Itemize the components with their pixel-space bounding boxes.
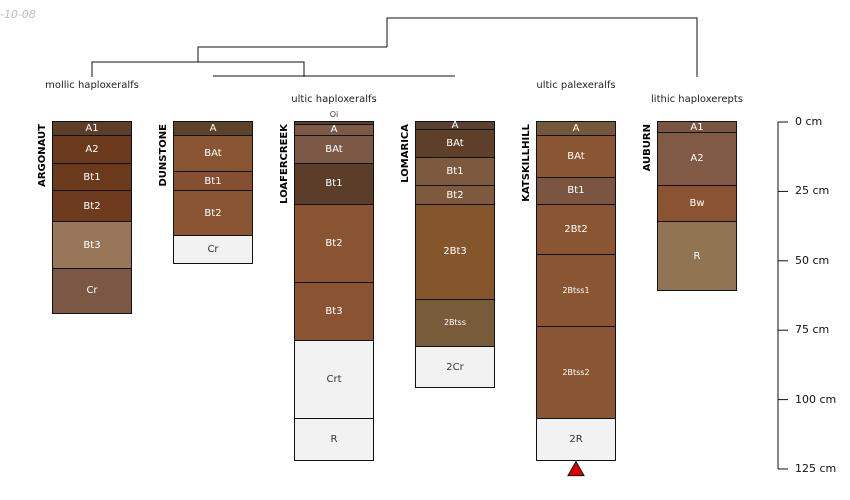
horizon: Bt1 [536,176,616,206]
horizon: Bt1 [173,170,253,192]
horizon: 2R [536,418,616,461]
profile-name: DUNSTONE [158,124,169,187]
dendrogram-branch [386,17,698,77]
depth-tick-label: 75 cm [795,323,830,337]
bottom-marker-icon [567,460,585,477]
horizon: Bt2 [415,184,495,206]
date-label: -10-08 [0,8,36,21]
horizon: BAt [415,129,495,159]
horizon: A [173,121,253,136]
taxon-label: lithic haploxerepts [651,94,743,105]
profile-name: ARGONAUT [37,124,48,187]
horizon: 2Cr [415,345,495,389]
horizon: Bt3 [294,282,374,342]
horizon: 2Btss2 [536,326,616,420]
horizon: Bt2 [173,190,253,236]
horizon: 2Bt2 [536,204,616,256]
horizon: Crt [294,340,374,420]
profile-name: AUBURN [642,124,653,172]
horizon: Bt1 [52,162,132,192]
horizon: A2 [657,132,737,186]
depth-tick-label: 25 cm [795,184,830,198]
horizon: 2Bt3 [415,204,495,300]
profile-name: LOAFERCREEK [279,124,290,204]
profile-name: LOMARICA [400,124,411,183]
horizon: BAt [536,134,616,178]
profile-name: KATSKILLHILL [521,124,532,202]
horizon: BAt [173,134,253,172]
horizon: Bt2 [294,204,374,283]
horizon: BAt [294,134,374,164]
dendrogram-branch [91,61,305,77]
horizon: Bt2 [52,190,132,222]
horizon: A2 [52,134,132,164]
horizon: Bt1 [415,157,495,186]
horizon: Bt3 [52,220,132,270]
horizon-label: Oi [329,110,339,119]
taxon-label: mollic haploxeralfs [45,80,139,91]
horizon: 2Btss [415,298,495,347]
horizon: R [294,418,374,461]
horizon: A1 [52,121,132,136]
depth-tick-label: 0 cm [795,115,823,128]
horizon: Cr [173,234,253,264]
horizon: 2Btss1 [536,254,616,328]
taxon-label: ultic haploxeralfs [291,94,377,105]
dendrogram-branch [197,46,387,62]
depth-tick-label: 50 cm [795,253,830,267]
depth-tick-label: 100 cm [795,392,837,406]
horizon: A [536,121,616,136]
taxon-label: ultic palexeralfs [536,80,616,91]
horizon: R [657,220,737,292]
horizon: Cr [52,268,132,314]
depth-tick-label: 125 cm [795,462,837,475]
horizon: Bt1 [294,162,374,206]
horizon: Bw [657,184,737,222]
